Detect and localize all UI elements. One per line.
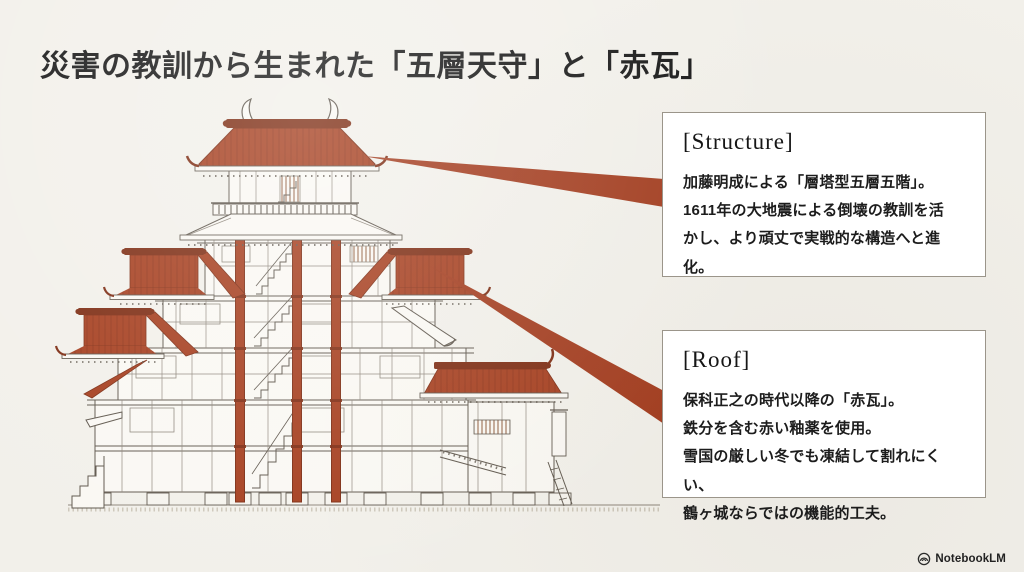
tier3-right-red-roof: [348, 248, 492, 305]
tier2-right-white-roof: [390, 305, 458, 347]
roof-callout-body: 保科正之の時代以降の「赤瓦」。 鉄分を含む赤い釉薬を使用。 雪国の厳しい冬でも凍…: [683, 392, 941, 522]
structure-callout-body: 加藤明成による「層塔型五層五階」。 1611年の大地震による倒壊の教訓を活 かし…: [683, 174, 944, 276]
notebooklm-logo-icon: [918, 552, 931, 566]
stone-footings: [88, 492, 572, 506]
ground: [68, 504, 660, 512]
footer-brand-label: NotebookLM: [935, 553, 1006, 565]
footer-brand: NotebookLM: [917, 552, 1006, 566]
callout-pointer-roof: [430, 266, 664, 424]
structure-callout-heading: [Structure]: [683, 129, 794, 154]
top-balcony: [211, 202, 359, 216]
roof-callout-heading: [Roof]: [683, 347, 751, 372]
roof-callout-box: [Roof] 保科正之の時代以降の「赤瓦」。 鉄分を含む赤い釉薬を使用。 雪国の…: [662, 330, 986, 522]
callout-pointer-structure: [362, 156, 664, 207]
mid-roof: [179, 213, 403, 246]
tier2-left-red-roof: [54, 308, 199, 363]
top-roof: [185, 97, 389, 177]
left-stone-stairs: [71, 359, 148, 509]
page-title: 災害の教訓から生まれた「五層天守」と「赤瓦」: [40, 50, 711, 84]
tier3-left-red-roof: [102, 248, 246, 305]
structure-callout-box: [Structure] 加藤明成による「層塔型五層五階」。 1611年の大地震に…: [662, 112, 986, 277]
annex-wing: [439, 401, 573, 507]
annex-red-roof: [419, 348, 569, 403]
